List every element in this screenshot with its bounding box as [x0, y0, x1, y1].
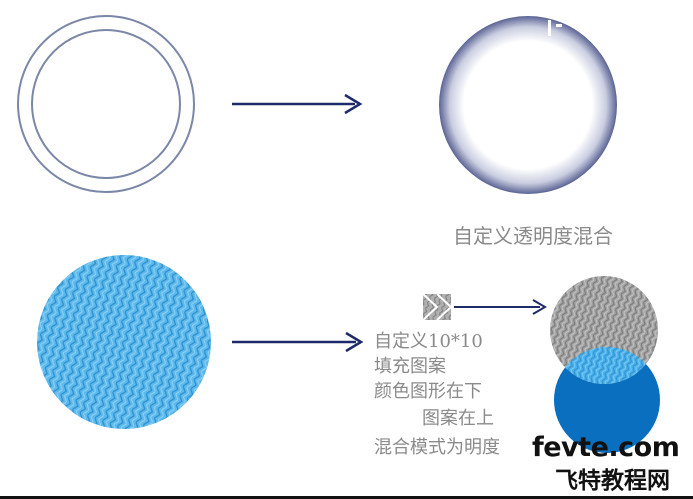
right-arrow-icon — [232, 331, 364, 353]
pattern-swatch-icon — [422, 293, 453, 321]
right-arrow-icon — [232, 93, 363, 115]
step-pattern-above: 图案在上 — [422, 408, 494, 429]
step-pattern-size: 自定义10*10 — [374, 331, 483, 352]
transparency-blend-caption: 自定义透明度混合 — [453, 224, 613, 248]
blend-result-shape — [550, 276, 660, 453]
step-fill-pattern: 填充图案 — [374, 356, 446, 377]
corner-mark-icon — [548, 20, 562, 36]
glow-ring-shape — [439, 16, 617, 194]
watermark-site: fevte.com — [532, 432, 680, 463]
right-arrow-icon — [454, 299, 547, 315]
step-blend-mode-luminosity: 混合模式为明度 — [374, 437, 500, 458]
step-color-shape-below: 颜色图形在下 — [374, 381, 482, 402]
blue-pattern-circle — [37, 255, 211, 429]
bottom-border — [0, 496, 693, 499]
double-ring-shape — [17, 15, 195, 193]
watermark-site-cn: 飞特教程网 — [555, 468, 670, 494]
